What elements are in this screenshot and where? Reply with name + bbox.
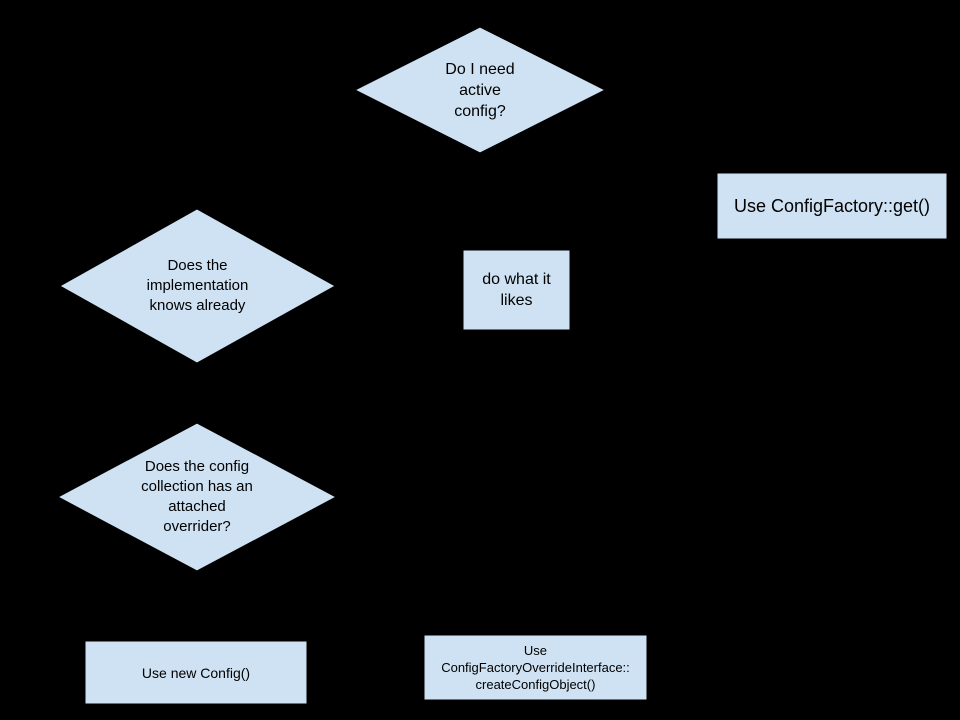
decision-diamond-collection-has-overrider <box>56 422 338 572</box>
decision-diamond-need-active-config <box>353 26 607 154</box>
process-box-use-config-factory-get <box>716 172 948 240</box>
node-label: Use ConfigFactory::get() <box>733 196 931 216</box>
process-box-do-what-it-likes <box>462 249 571 331</box>
node-label: Does the implementation knows already <box>146 257 249 314</box>
label-implementation-knows: Does the implementation knows already <box>60 209 335 363</box>
decision-diamond-implementation-knows <box>58 208 337 364</box>
node-label: do what it likes <box>482 271 551 309</box>
node-label: Use ConfigFactoryOverrideInterface:: cre… <box>441 643 630 692</box>
label-collection-has-overrider: Does the config collection has an attach… <box>58 423 336 571</box>
process-box-use-new-config <box>84 640 308 705</box>
node-label: Does the config collection has an attach… <box>141 458 253 535</box>
label-use-new-config: Use new Config() <box>85 641 307 704</box>
node-label: Do I need active config? <box>445 60 515 120</box>
label-use-config-factory-get: Use ConfigFactory::get() <box>717 173 947 239</box>
node-label: Use new Config() <box>141 664 251 681</box>
label-need-active-config: Do I need active config? <box>355 27 605 153</box>
label-do-what-it-likes: do what it likes <box>463 250 570 330</box>
label-use-override-interface: Use ConfigFactoryOverrideInterface:: cre… <box>424 635 647 700</box>
process-box-use-override-interface <box>423 634 648 701</box>
